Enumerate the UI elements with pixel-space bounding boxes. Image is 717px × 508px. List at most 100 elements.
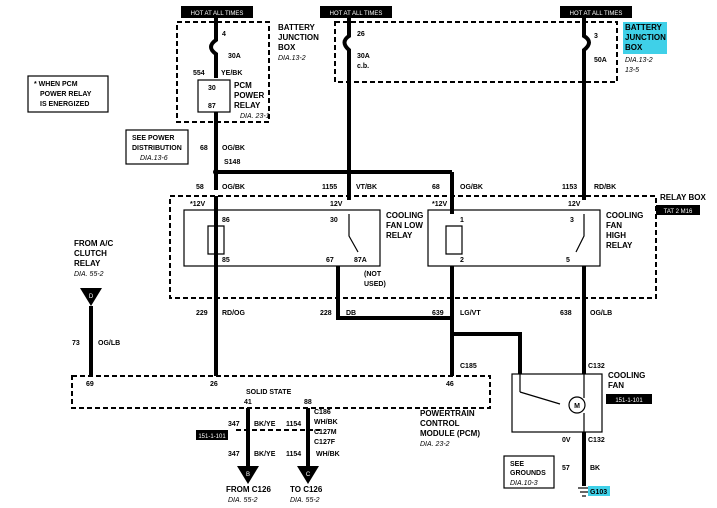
c127m: C127M xyxy=(314,429,337,436)
fuse-right-rating: 50A xyxy=(594,57,607,64)
pcm-p88: 88 xyxy=(304,399,312,406)
from-c126: FROM C126 xyxy=(226,485,271,494)
grounds-title-2: GROUNDS xyxy=(510,470,546,477)
high-relay-title-4: RELAY xyxy=(606,241,633,250)
grounds-title-1: SEE xyxy=(510,461,524,468)
wire-639-color: LG/VT xyxy=(460,310,481,317)
bjb-left-title-1: BATTERY xyxy=(278,23,316,32)
wire-58-color: OG/BK xyxy=(222,184,245,191)
high-relay-title-3: HIGH xyxy=(606,231,626,240)
bjb-right-title-1: BATTERY xyxy=(625,23,663,32)
pcm-relay-pin-87: 87 xyxy=(208,103,216,110)
fuse-right-wire xyxy=(582,18,591,200)
high-relay-box xyxy=(427,209,601,267)
bjb-right-highlight xyxy=(623,22,667,54)
fan-ov: 0V xyxy=(562,437,571,444)
wire-1153-color: RD/BK xyxy=(594,184,616,191)
w347a-color: BK/YE xyxy=(254,421,276,428)
note-line-3: IS ENERGIZED xyxy=(40,101,89,108)
splice-name: S148 xyxy=(224,159,240,166)
from-ac-title-2: CLUTCH xyxy=(74,249,107,258)
wire-228 xyxy=(336,266,452,320)
low-relay-v2: 12V xyxy=(330,201,343,208)
w347b: 347 xyxy=(228,451,240,458)
bjb-right-title-2: JUNCTION xyxy=(625,33,666,42)
low-relay-p87a: 87A xyxy=(354,257,367,264)
connector-c xyxy=(297,466,319,484)
hot-label-middle-bg xyxy=(320,6,392,18)
wire-228-label: 228 xyxy=(320,310,332,317)
high-relay-p2: 2 xyxy=(460,257,464,264)
power-dist-line-1: SEE POWER xyxy=(132,135,174,142)
fan-lead-left-2 xyxy=(519,391,561,405)
splice-color: OG/BK xyxy=(222,145,245,152)
low-relay-not-used-1: (NOT xyxy=(364,271,382,278)
wire-73-label: 73 xyxy=(72,340,80,347)
fuse-left-wire xyxy=(209,18,218,78)
power-dist-ref: DIA.13-6 xyxy=(140,155,168,162)
connector-b-letter: B xyxy=(246,472,250,478)
high-relay-p5: 5 xyxy=(566,257,570,264)
fuse-middle-pin: 26 xyxy=(357,31,365,38)
pcm-relay-ref: DIA. 23-1 xyxy=(240,113,270,120)
wire-57-label: 57 xyxy=(562,465,570,472)
relay-box xyxy=(169,195,657,299)
tag-left: 151-1-101 xyxy=(198,434,226,440)
high-relay-title-2: FAN xyxy=(606,221,622,230)
pcm-relay-title-3: RELAY xyxy=(234,101,261,110)
low-relay-v1: *12V xyxy=(190,201,206,208)
note-box xyxy=(27,75,109,113)
from-ac-ref: DIA. 55-2 xyxy=(74,271,104,278)
tag-left-bg xyxy=(196,430,228,440)
low-relay-p85: 85 xyxy=(222,257,230,264)
high-relay-p1: 1 xyxy=(460,217,464,224)
wire-229-label: 229 xyxy=(196,310,208,317)
splice-dot xyxy=(213,169,219,175)
bjb-left-title-3: BOX xyxy=(278,43,296,52)
w347a: 347 xyxy=(228,421,240,428)
low-relay-title-1: COOLING xyxy=(386,211,423,220)
fan-title-1: COOLING xyxy=(608,371,645,380)
ground-label: G103 xyxy=(590,489,607,496)
pcm-relay-title-1: PCM xyxy=(234,81,252,90)
low-relay-p30: 30 xyxy=(330,217,338,224)
bjb-left-ref: DIA.13-2 xyxy=(278,55,306,62)
wire-554: 554 xyxy=(193,70,205,77)
relay-box-title: RELAY BOX xyxy=(660,193,706,202)
fan-tag: 151-1-101 xyxy=(615,398,643,404)
from-ac-title-1: FROM A/C xyxy=(74,239,113,248)
fuse-middle-wire xyxy=(342,18,351,200)
c186: C186 xyxy=(314,409,331,416)
note-line-2: POWER RELAY xyxy=(40,91,92,98)
bjb-right-ref-1: DIA.13-2 xyxy=(625,57,653,64)
fan-motor-letter: M xyxy=(574,403,580,410)
hot-label-left-bg xyxy=(181,6,253,18)
bjb-left-fuse: 30A xyxy=(228,53,241,60)
wire-68-color: OG/BK xyxy=(460,184,483,191)
fan-motor-icon xyxy=(568,396,586,414)
bjb-left-pin: 4 xyxy=(222,31,226,38)
wire-1155-color: VT/BK xyxy=(356,184,377,191)
wire-1155: 1155 xyxy=(322,184,337,191)
w1154b-color: WH/BK xyxy=(316,451,340,458)
fan-tag-bg xyxy=(606,394,652,404)
c127f: C127F xyxy=(314,439,336,446)
pcm-solid-state: SOLID STATE xyxy=(246,389,292,396)
high-relay-switch xyxy=(575,214,585,253)
battery-junction-box-right xyxy=(334,21,618,83)
wire-73-color: OG/LB xyxy=(98,340,120,347)
hot-label-middle: HOT AT ALL TIMES xyxy=(330,11,383,17)
pcm-p69: 69 xyxy=(86,381,94,388)
relay-box-ref: TAT 2 M16 xyxy=(664,209,693,215)
fan-c132-top: C132 xyxy=(588,363,605,370)
cooling-fan-box xyxy=(511,373,603,433)
fan-c132-bottom: C132 xyxy=(588,437,605,444)
high-relay-v1: *12V xyxy=(432,201,448,208)
high-relay-coil xyxy=(445,225,463,255)
pcm-p46: 46 xyxy=(446,381,454,388)
pcm-relay-title-2: POWER xyxy=(234,91,264,100)
bjb-right-title-3: BOX xyxy=(625,43,643,52)
wire-58: 58 xyxy=(196,184,204,191)
from-ac-title-3: RELAY xyxy=(74,259,101,268)
